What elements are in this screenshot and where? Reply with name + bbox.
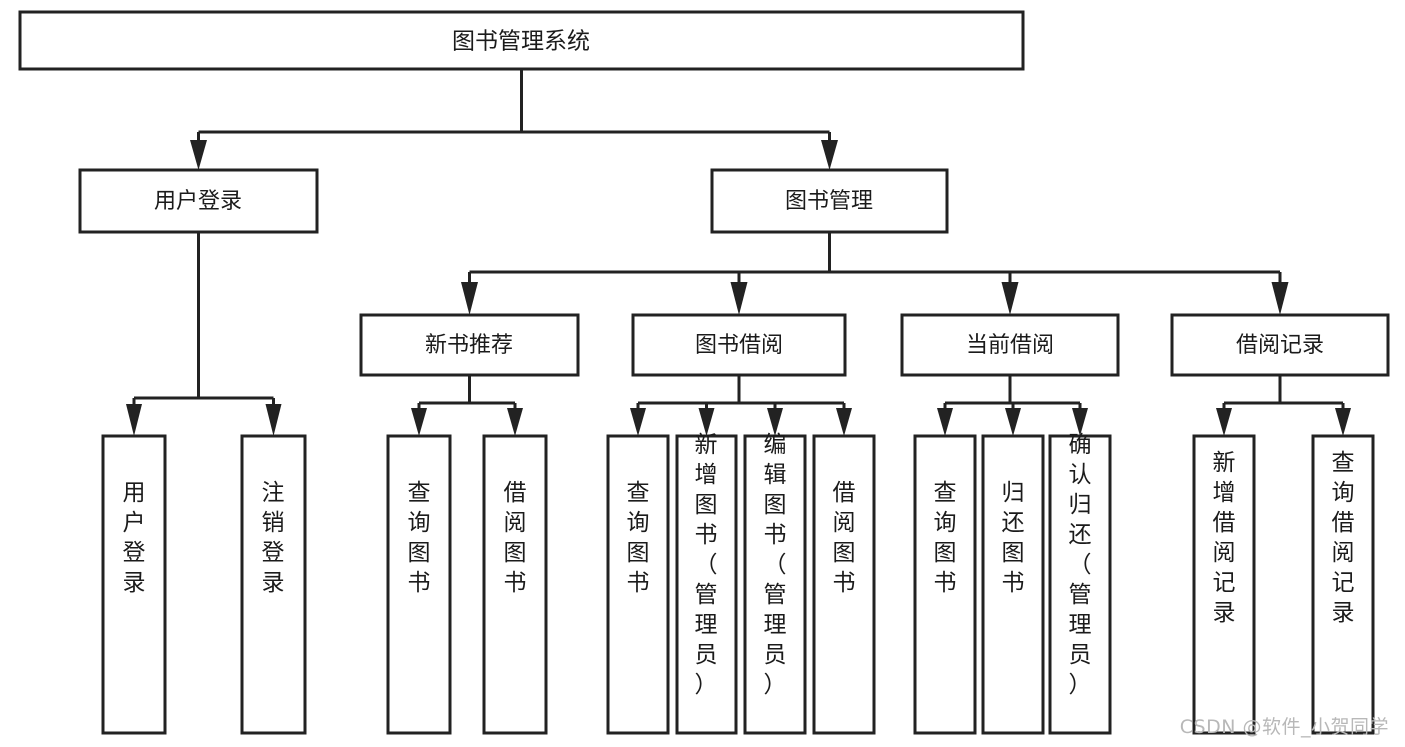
- node-new-book-recommend[interactable]: 新书推荐: [359, 313, 580, 377]
- node-root[interactable]: 图书管理系统: [18, 10, 1025, 71]
- node-new-book-recommend-label: 新书推荐: [425, 333, 513, 358]
- arrow-head-bb-add: [698, 408, 715, 436]
- node-book-management[interactable]: 图书管理: [710, 168, 949, 234]
- leaf-node[interactable]: 用户登录: [101, 434, 167, 735]
- arrow-head-leaf-logout: [265, 404, 282, 436]
- arrow-head-cb-query: [937, 408, 953, 436]
- leaf-newbook-borrow-label: 借阅图书: [504, 480, 527, 596]
- leaf-cb-query-box[interactable]: [913, 434, 977, 735]
- leaf-node[interactable]: 查询图书: [386, 434, 452, 735]
- leaf-logout-label: 注销登录: [262, 480, 285, 596]
- arrow-head-leaf-user-login: [126, 404, 142, 436]
- leaf-node[interactable]: 查询图书: [606, 434, 670, 735]
- leaf-node[interactable]: 查询图书: [913, 434, 977, 735]
- node-root-label: 图书管理系统: [452, 29, 590, 55]
- arrow-head-cb-confirm: [1072, 408, 1088, 436]
- node-borrow-record[interactable]: 借阅记录: [1170, 313, 1390, 377]
- node-current-borrow-label: 当前借阅: [966, 333, 1054, 358]
- arrow-head-borrow-record: [1271, 282, 1289, 315]
- node-current-borrow[interactable]: 当前借阅: [900, 313, 1120, 377]
- leaf-node[interactable]: 借阅图书: [812, 434, 876, 735]
- leaf-user-login-box[interactable]: [101, 434, 167, 735]
- leaf-newbook-query-label: 查询图书: [408, 480, 431, 596]
- node-book-borrow[interactable]: 图书借阅: [631, 313, 847, 377]
- leaf-node[interactable]: 新增图书（管理员）: [675, 432, 738, 735]
- leaf-node[interactable]: 新增借阅记录: [1192, 434, 1256, 735]
- leaf-bb-add-box[interactable]: [675, 434, 738, 735]
- leaf-cb-query-label: 查询图书: [934, 480, 957, 596]
- arrow-head-newbook-borrow: [507, 408, 523, 436]
- node-book-borrow-box[interactable]: [631, 313, 847, 377]
- leaf-node[interactable]: 借阅图书: [482, 434, 548, 735]
- node-user-login[interactable]: 用户登录: [78, 168, 319, 234]
- node-book-borrow-label: 图书借阅: [695, 333, 783, 358]
- arrow-head-newbook-query: [411, 408, 427, 436]
- leaf-cb-return-label: 归还图书: [1002, 480, 1025, 596]
- leaf-node[interactable]: 注销登录: [240, 434, 307, 735]
- leaf-bb-borrow-box[interactable]: [812, 434, 876, 735]
- node-borrow-record-label: 借阅记录: [1236, 333, 1324, 358]
- leaf-bb-edit-label: 编辑图书（管理员）: [764, 432, 787, 698]
- leaf-logout-box[interactable]: [240, 434, 307, 735]
- node-new-book-recommend-box[interactable]: [359, 313, 580, 377]
- arrow-head-book-mgmt: [821, 140, 838, 170]
- leaf-node[interactable]: 查询借阅记录: [1311, 434, 1375, 735]
- arrow-head-book-borrow: [730, 282, 748, 315]
- arrow-head-br-add: [1216, 408, 1232, 436]
- csdn-watermark: CSDN @软件_小贺同学: [1179, 716, 1389, 738]
- arrow-head-new-book-rec: [461, 282, 478, 315]
- leaf-newbook-query-box[interactable]: [386, 434, 452, 735]
- leaf-bb-borrow-label: 借阅图书: [833, 480, 856, 596]
- node-user-login-box[interactable]: [78, 168, 319, 234]
- leaf-cb-return-box[interactable]: [981, 434, 1045, 735]
- leaf-cb-confirm-box[interactable]: [1048, 434, 1112, 735]
- node-book-management-box[interactable]: [710, 168, 949, 234]
- node-root-box[interactable]: [18, 10, 1025, 71]
- arrow-head-br-query: [1335, 408, 1351, 436]
- leaf-bb-add-label: 新增图书（管理员）: [695, 432, 718, 698]
- leaf-newbook-borrow-box[interactable]: [482, 434, 548, 735]
- node-book-management-label: 图书管理: [785, 189, 873, 214]
- arrow-head-bb-edit: [767, 408, 783, 436]
- arrow-head-bb-query: [630, 408, 646, 436]
- leaf-node[interactable]: 编辑图书（管理员）: [743, 432, 807, 735]
- connector-layer: [126, 69, 1351, 436]
- leaf-cb-confirm-label: 确认归还（管理员）: [1069, 432, 1092, 698]
- leaf-user-login-label: 用户登录: [123, 480, 146, 596]
- node-current-borrow-box[interactable]: [900, 313, 1120, 377]
- leaf-node[interactable]: 归还图书: [981, 434, 1045, 735]
- leaf-bb-edit-box[interactable]: [743, 434, 807, 735]
- leaf-node[interactable]: 确认归还（管理员）: [1048, 432, 1112, 735]
- arrow-head-current-borrow: [1001, 282, 1019, 315]
- arrow-head-user-login: [190, 140, 207, 170]
- leaf-br-query-box[interactable]: [1311, 434, 1375, 735]
- leaf-br-add-box[interactable]: [1192, 434, 1256, 735]
- leaf-bb-query-box[interactable]: [606, 434, 670, 735]
- node-user-login-label: 用户登录: [154, 189, 242, 214]
- leaf-bb-query-label: 查询图书: [627, 480, 650, 596]
- arrow-head-cb-return: [1005, 408, 1021, 436]
- leaf-br-add-label: 新增借阅记录: [1213, 450, 1236, 626]
- arrow-head-bb-borrow: [836, 408, 852, 436]
- node-borrow-record-box[interactable]: [1170, 313, 1390, 377]
- leaf-br-query-label: 查询借阅记录: [1332, 450, 1355, 626]
